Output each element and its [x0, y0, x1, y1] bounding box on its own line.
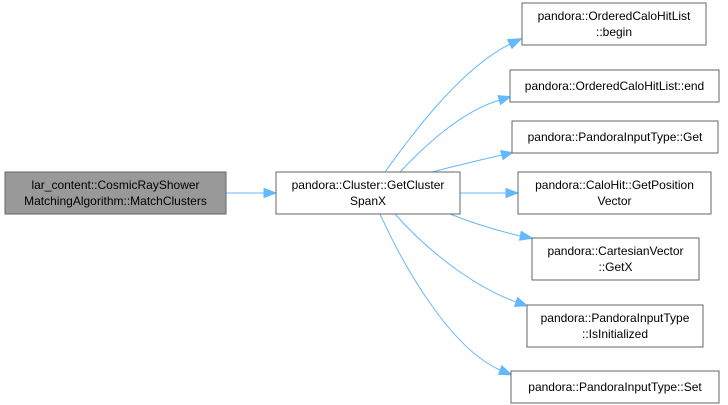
node-box: [531, 237, 700, 281]
node-box: [4, 171, 227, 215]
node-match-clusters[interactable]: lar_content::CosmicRayShowerMatchingAlgo…: [4, 171, 227, 215]
edge-line: [394, 213, 517, 303]
node-box: [511, 120, 719, 154]
arrowhead-icon: [506, 38, 523, 50]
node-box: [521, 2, 707, 46]
node-box: [275, 171, 461, 215]
node-ordered-calo-hit-list-end[interactable]: pandora::OrderedCaloHitList::end: [509, 69, 720, 103]
edge-line: [449, 213, 521, 237]
node-label-line: MatchingAlgorithm::MatchClusters: [24, 194, 207, 208]
edge-match-clusters-to-get-cluster-spanx: [226, 187, 278, 199]
node-label-line: pandora::CaloHit::GetPosition: [535, 178, 694, 192]
node-label-line: pandora::PandoraInputType::Set: [528, 380, 702, 394]
edge-get-cluster-spanx-to-calo-hit-get-position-vector: [460, 187, 520, 199]
node-box: [510, 370, 720, 404]
arrowhead-icon: [500, 149, 514, 161]
arrowhead-icon: [505, 187, 520, 199]
edge-line: [384, 43, 511, 173]
node-label-line: lar_content::CosmicRayShower: [31, 178, 199, 192]
node-label-line: ::begin: [596, 25, 632, 39]
node-box: [509, 69, 720, 103]
arrowhead-icon: [497, 95, 513, 106]
node-box: [517, 171, 712, 215]
edge-line: [379, 213, 501, 371]
arrowhead-icon: [263, 187, 278, 199]
node-label-line: pandora::CartesianVector: [547, 244, 683, 258]
edge-get-cluster-spanx-to-pandora-input-type-get: [431, 149, 514, 173]
edge-get-cluster-spanx-to-ordered-calo-hit-list-begin: [384, 38, 523, 173]
node-box: [526, 304, 704, 348]
arrowhead-icon: [497, 364, 513, 376]
node-label-line: ::GetX: [598, 260, 632, 274]
node-pandora-input-type-get[interactable]: pandora::PandoraInputType::Get: [511, 120, 719, 154]
arrowhead-icon: [518, 230, 534, 241]
node-label-line: pandora::PandoraInputType: [541, 311, 690, 325]
node-label-line: Vector: [597, 194, 631, 208]
node-cartesian-vector-getx[interactable]: pandora::CartesianVector::GetX: [531, 237, 700, 281]
node-pandora-input-type-is-initialized[interactable]: pandora::PandoraInputType::IsInitialized: [526, 304, 704, 348]
edge-line: [431, 154, 503, 173]
edge-get-cluster-spanx-to-pandora-input-type-set: [379, 213, 513, 376]
arrowhead-icon: [513, 296, 529, 307]
edge-line: [399, 99, 501, 173]
node-label-line: SpanX: [350, 194, 386, 208]
edge-get-cluster-spanx-to-cartesian-vector-getx: [449, 213, 534, 241]
node-ordered-calo-hit-list-begin[interactable]: pandora::OrderedCaloHitList::begin: [521, 2, 707, 46]
node-label-line: pandora::Cluster::GetCluster: [292, 178, 445, 192]
node-label-line: pandora::OrderedCaloHitList: [538, 9, 691, 23]
edge-get-cluster-spanx-to-ordered-calo-hit-list-end: [399, 95, 513, 173]
node-pandora-input-type-set[interactable]: pandora::PandoraInputType::Set: [510, 370, 720, 404]
node-label-line: pandora::OrderedCaloHitList::end: [525, 79, 704, 93]
nodes-layer: lar_content::CosmicRayShowerMatchingAlgo…: [4, 2, 720, 404]
node-label-line: pandora::PandoraInputType::Get: [528, 130, 703, 144]
edge-get-cluster-spanx-to-pandora-input-type-is-initialized: [394, 213, 529, 307]
edges-layer: [226, 38, 534, 376]
node-label-line: ::IsInitialized: [582, 327, 648, 341]
